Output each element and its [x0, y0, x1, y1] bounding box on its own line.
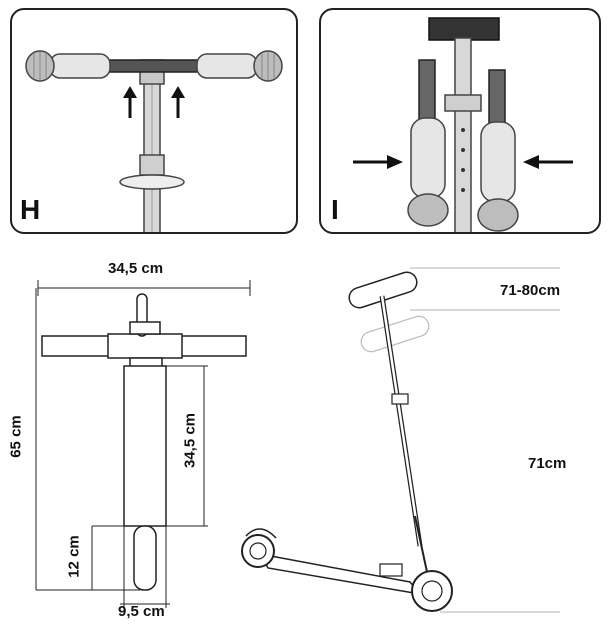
handlebar-width-label: 34,5 cm	[108, 260, 164, 277]
folded-handles-illustration	[353, 17, 573, 232]
deck-width-label: 9,5 cm	[118, 603, 165, 620]
handlebar-illustration	[25, 50, 283, 232]
front-view-dimension-drawing	[35, 280, 251, 608]
arrow-left-icon	[523, 155, 573, 169]
wheel-height-label: 12 cm	[65, 535, 83, 578]
panel-letter-h: H	[20, 194, 41, 225]
side-view-scooter-drawing	[241, 267, 560, 613]
adjust-range-label: 71-80cm	[500, 282, 561, 299]
min-height-label: 71cm	[528, 455, 567, 472]
arrow-right-icon	[353, 155, 403, 169]
panel-letter-i: I	[331, 194, 339, 225]
arrow-up-right-icon	[171, 86, 185, 118]
arrow-up-left-icon	[123, 86, 137, 118]
total-height-label: 65 cm	[7, 415, 25, 458]
panel-h-handlebar-install: H	[10, 8, 298, 234]
deck-length-label: 34,5 cm	[181, 412, 199, 469]
panel-i-fold-handles: I	[319, 8, 601, 234]
